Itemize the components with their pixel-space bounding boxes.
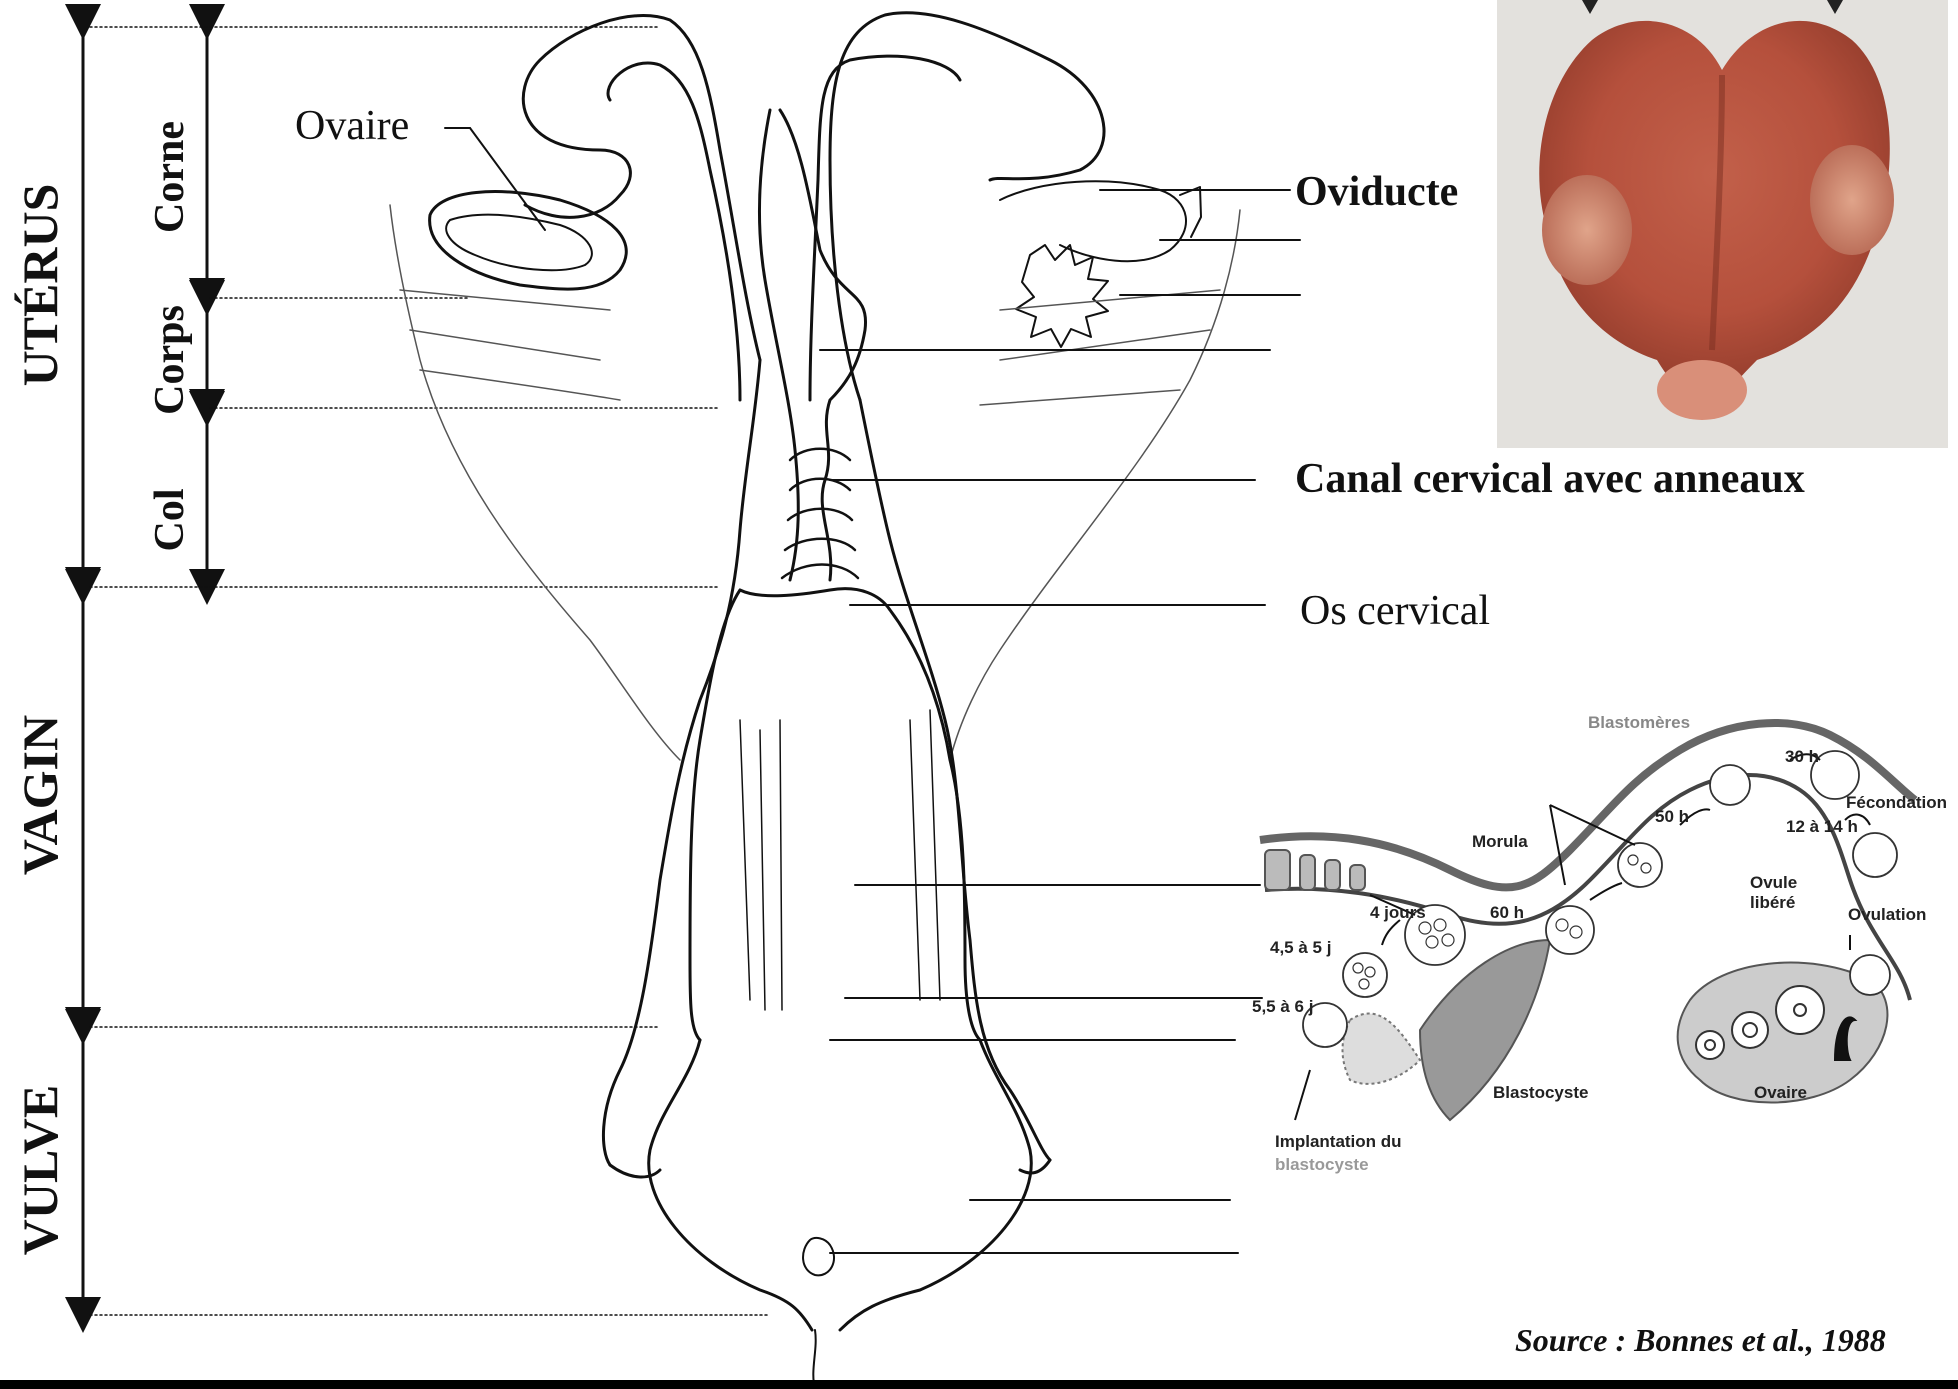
fertilization-inset: Blastomères 30 h Fécondation 12 à 14 h 5… [1250, 700, 1958, 1180]
inset-blastocyste: Blastocyste [1493, 1083, 1588, 1102]
label-ovaire: Ovaire [295, 102, 409, 150]
label-os-cervical: Os cervical [1300, 587, 1490, 635]
inset-fecondation: Fécondation [1846, 793, 1947, 812]
uterus-photo-graphic [1497, 0, 1948, 448]
inset-implantation-1: Implantation du [1275, 1132, 1402, 1151]
left-horn-outer [523, 16, 760, 360]
inset-ovulation: Ovulation [1848, 905, 1926, 924]
vulva-outline [649, 1040, 1032, 1330]
inset-4-5j: 4,5 à 5 j [1270, 938, 1331, 957]
label-canal-cervical: Canal cervical avec anneaux [1295, 455, 1805, 503]
vagina-outline [690, 589, 980, 1040]
uterus-left-wall [603, 360, 760, 1165]
inset-4jours: 4 jours [1370, 903, 1426, 922]
inset-blastomeres: Blastomères [1588, 713, 1690, 732]
inset-morula: Morula [1472, 832, 1528, 851]
right-fimbria [1016, 245, 1108, 347]
inset-implantation-2: blastocyste [1275, 1155, 1369, 1174]
source-citation: Source : Bonnes et al., 1988 [1515, 1322, 1886, 1359]
left-horn-inner [608, 63, 740, 400]
inset-5-6j: 5,5 à 6 j [1252, 997, 1313, 1016]
inset-ovaire: Ovaire [1754, 1083, 1807, 1102]
inset-ovule-2: libéré [1750, 893, 1795, 912]
inset-50h: 50 h [1655, 807, 1689, 826]
bottom-rule [0, 1380, 1958, 1389]
inset-12-14h: 12 à 14 h [1786, 817, 1858, 836]
inset-30h: 30 h [1785, 747, 1819, 766]
uterus-photo [1497, 0, 1948, 448]
label-oviducte: Oviducte [1295, 168, 1458, 216]
inset-60h: 60 h [1490, 903, 1524, 922]
inset-ovule-1: Ovule [1750, 873, 1797, 892]
